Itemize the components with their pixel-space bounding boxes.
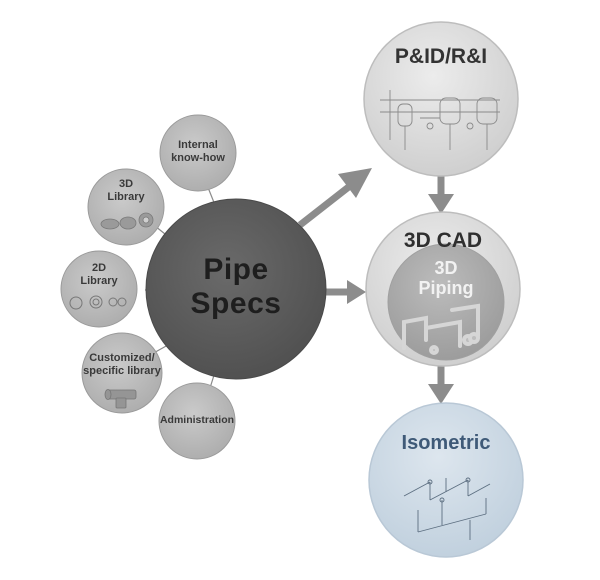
cad-label: 3D CAD (403, 229, 483, 252)
library-2d-line1: 2D (91, 262, 107, 274)
isometric-node (368, 402, 524, 558)
library-2d-label: 2D Library (61, 262, 137, 288)
isometric-label: Isometric (401, 432, 491, 454)
arrow-to-pid (297, 168, 372, 228)
internal-line2: know-how (171, 152, 225, 164)
arrow-pid-to-cad (428, 176, 454, 214)
piping-line2: Piping (418, 278, 474, 298)
pipe-specs-line1: Pipe (203, 253, 269, 286)
satellite-3d-library (87, 168, 165, 246)
satellite-2d-library (60, 250, 138, 328)
library-3d-line2: Library (107, 191, 145, 203)
customized-line2: specific library (83, 365, 161, 377)
customized-library-label: Customized/ specific library (80, 352, 164, 378)
administration-line1: Administration (159, 414, 235, 426)
flow-arrows (297, 168, 454, 404)
fittings-3d-icon (100, 212, 154, 230)
library-3d-label: 3D Library (88, 178, 164, 204)
customized-line1: Customized/ (89, 352, 155, 364)
satellite-customized-library (81, 332, 163, 414)
arrow-to-cad (325, 280, 366, 304)
isometric-drawing (403, 477, 491, 540)
administration-label: Administration (157, 414, 237, 427)
pid-schematic (380, 90, 500, 150)
library-3d-line1: 3D (118, 178, 134, 190)
pipe-specs-node (145, 198, 327, 380)
arrow-cad-to-iso (428, 366, 454, 404)
library-2d-line2: Library (80, 275, 118, 287)
piping-3d-label: 3D Piping (396, 258, 496, 298)
cad-node (365, 211, 521, 367)
internal-line1: Internal (178, 139, 218, 151)
satellite-internal-know-how (159, 114, 237, 192)
satellite-administration (158, 382, 236, 460)
custom-fitting-icon (104, 389, 137, 409)
pipe-specs-label: Pipe Specs (146, 253, 326, 321)
internal-know-how-label: Internal know-how (160, 139, 236, 165)
pipe-specs-line2: Specs (190, 287, 282, 320)
piping-3d-model (402, 303, 480, 355)
piping-line1: 3D (434, 258, 458, 278)
pid-node (363, 21, 519, 177)
fittings-2d-icon (69, 295, 127, 310)
pid-label: P&ID/R&I (394, 45, 488, 68)
